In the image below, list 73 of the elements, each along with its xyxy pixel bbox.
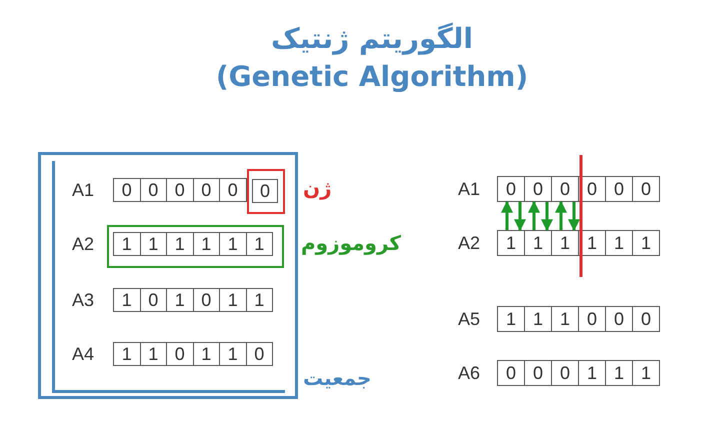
gene-cell: 1: [524, 306, 552, 332]
gene-cell: 0: [140, 288, 167, 312]
row-label: A3: [72, 288, 94, 312]
gene-cell: 1: [192, 342, 220, 366]
gene-cell: 0: [497, 176, 525, 202]
gene-cell: 0: [192, 288, 220, 312]
gene-cell: 0: [192, 178, 220, 202]
gene-cell: 1: [113, 342, 140, 366]
swap-arrow: [501, 200, 513, 230]
gene-cell: 1: [113, 232, 140, 256]
gene-cell: 0: [551, 176, 579, 202]
chromosome-row: [458, 306, 660, 332]
chromosome-row: [72, 232, 273, 256]
gene-cell: 1: [219, 342, 246, 366]
gene-cell: 1: [113, 288, 140, 312]
chromosome-group: [107, 225, 403, 268]
gene-cell: 1: [219, 232, 246, 256]
title: الگوریتم ژنتیک (Genetic Algorithm): [214, 21, 530, 95]
gene-cell: 1: [605, 360, 633, 386]
gene-cell: 1: [632, 360, 660, 386]
chromosome-row: [458, 360, 660, 386]
population-label: جمعیت: [303, 366, 372, 390]
gene-cell: 1: [246, 232, 273, 256]
gene-cell: 1: [497, 230, 525, 256]
row-label: A1: [458, 178, 480, 200]
chromosome-row: [458, 176, 660, 202]
gene-cell: 1: [497, 306, 525, 332]
row-label: A4: [72, 342, 94, 366]
swap-arrow: [541, 202, 553, 232]
gene-cell: 1: [605, 230, 633, 256]
gene-cell: 1: [524, 230, 552, 256]
gene-cell: 0: [140, 178, 167, 202]
gene-cell: 0: [113, 178, 140, 202]
row-label: A1: [72, 178, 94, 202]
gene-cell: 0: [632, 306, 660, 332]
swap-arrow: [555, 200, 567, 230]
gene-cell: 1: [192, 232, 220, 256]
gene-label: ژن: [303, 176, 332, 200]
gene-cell: 1: [551, 230, 579, 256]
gene-cell: 0: [605, 176, 633, 202]
gene-cell: 0: [497, 360, 525, 386]
swap-arrow: [568, 202, 580, 232]
gene-cell: 0: [219, 178, 246, 202]
row-label: A2: [458, 232, 480, 254]
chromosome-row: [458, 230, 660, 256]
gene-cell: 0: [252, 179, 278, 203]
chromosome-row: [72, 178, 246, 202]
row-label: A5: [458, 308, 480, 330]
gene-cell: 0: [605, 306, 633, 332]
swap-arrow: [514, 202, 526, 232]
swap-arrow: [528, 200, 540, 230]
chromosome-label: کروموزوم: [301, 231, 402, 255]
gene-cell: 1: [551, 306, 579, 332]
gene-cell: 1: [166, 288, 194, 312]
gene-cell: 0: [166, 178, 194, 202]
gene-cell: 0: [524, 360, 552, 386]
gene-cell: 0: [166, 342, 194, 366]
gene-cell: 0: [551, 360, 579, 386]
gene-cell: 1: [140, 232, 167, 256]
gene-cell: 0: [524, 176, 552, 202]
gene-cell: 1: [166, 232, 194, 256]
row-label: A6: [458, 362, 480, 384]
gene-cell: 0: [632, 176, 660, 202]
gene-cell: 0: [578, 306, 606, 332]
chromosome-row: [72, 288, 273, 312]
gene-cell: 0: [246, 342, 273, 366]
gene-cell: 1: [140, 342, 167, 366]
gene-cell: 1: [578, 360, 606, 386]
chromosome-row: [72, 342, 273, 366]
row-label: A2: [72, 232, 94, 256]
gene-cell: 1: [219, 288, 246, 312]
gene-cell: 1: [246, 288, 273, 312]
gene-cell: 1: [632, 230, 660, 256]
